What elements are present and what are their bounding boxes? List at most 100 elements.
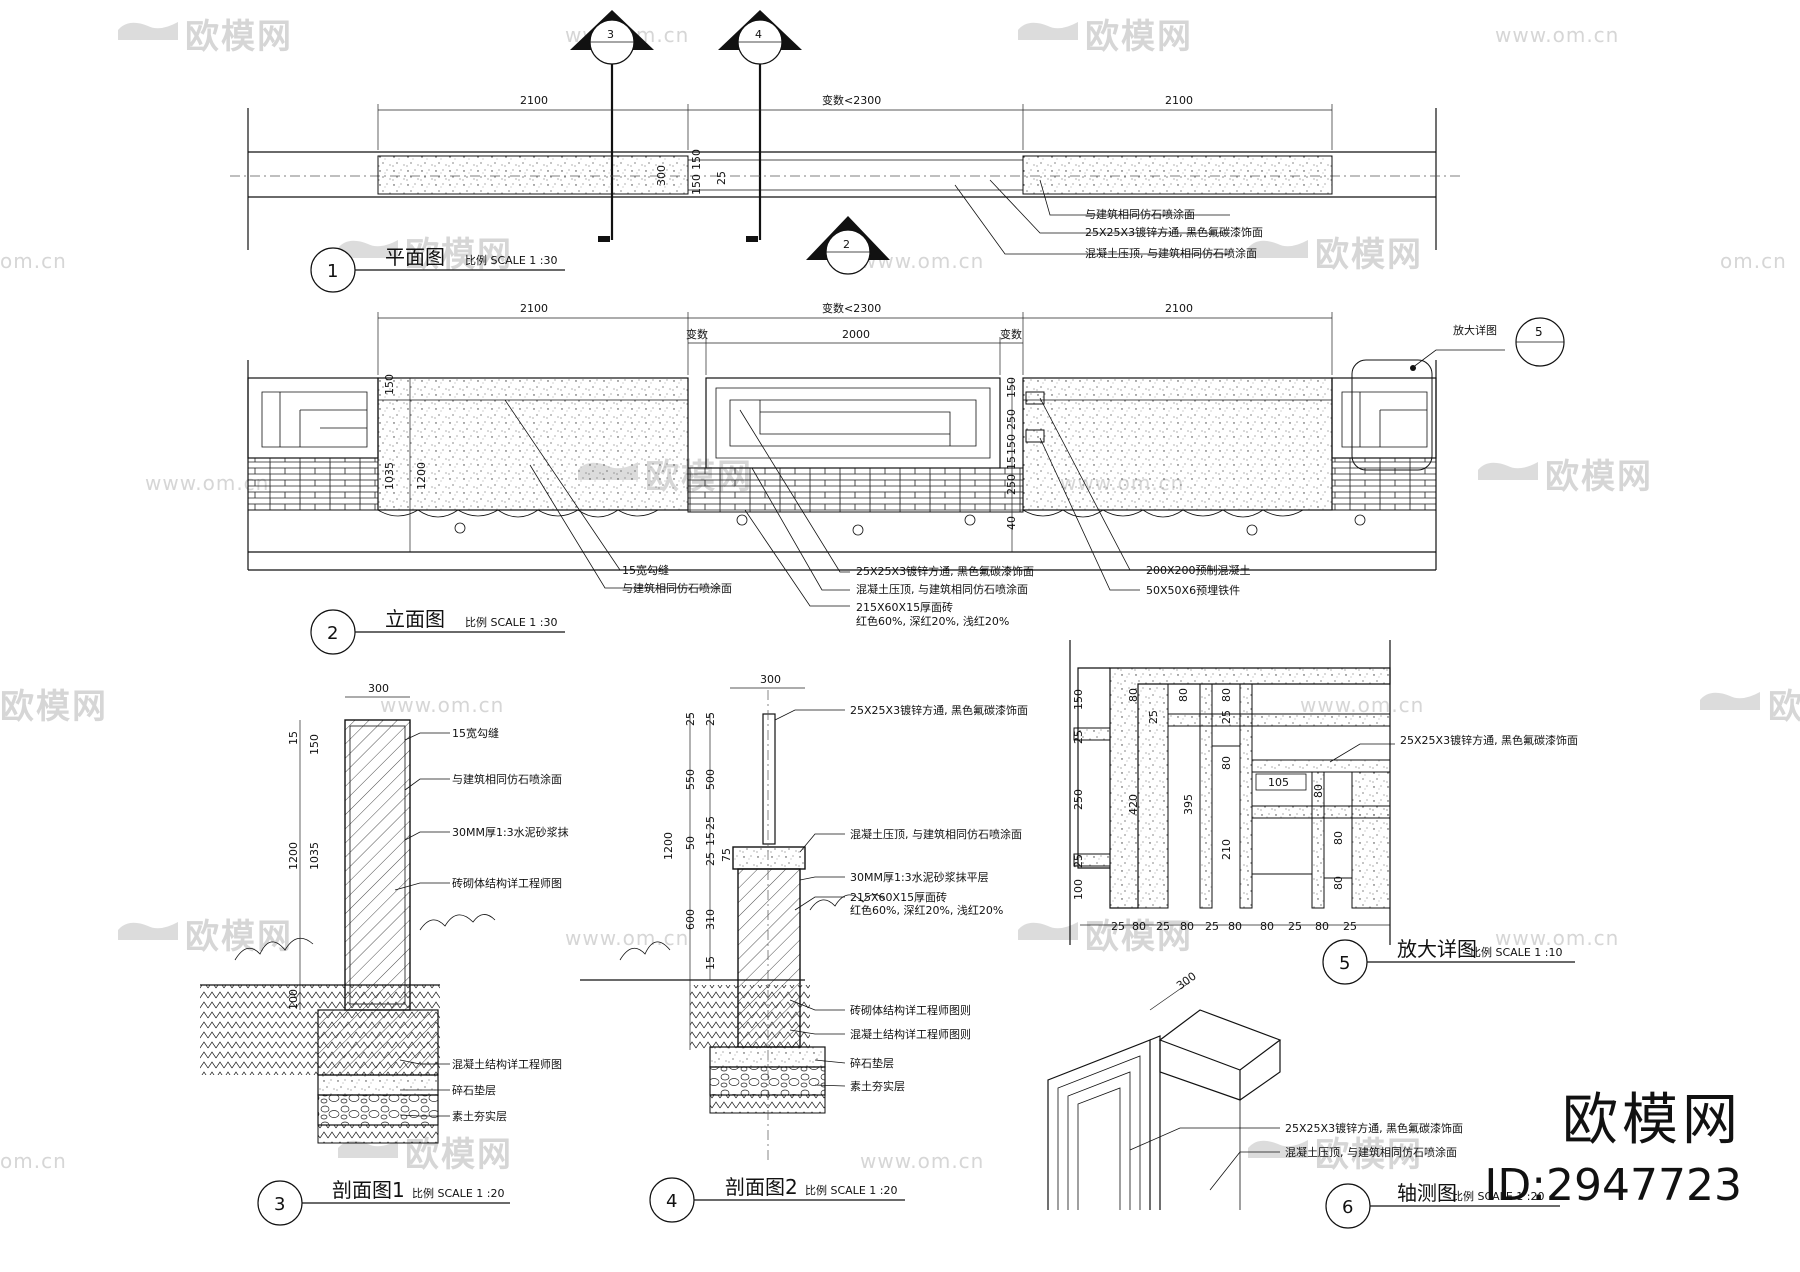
section2-note: 砖砌体结构详工程师图则 [850, 1003, 971, 1017]
detail-dim: 250 [1072, 789, 1085, 810]
section2-dim: 15 [704, 956, 717, 970]
watermark-text: 欧模网 [1315, 235, 1423, 275]
watermark-text: 欧模网 [1085, 17, 1193, 57]
brand-id: ID:2947723 [1484, 1160, 1742, 1211]
section2-view: 300 25 25 550 500 25 1200 50 15 25 75 60… [580, 673, 1028, 1223]
section1-dim: 150 [308, 734, 321, 755]
elevation-note: 50X50X6预埋铁件 [1146, 584, 1240, 597]
detail-bottom-dim: 80 [1260, 920, 1274, 933]
elevation-dim: 2100 [1165, 302, 1193, 315]
plan-dim: 2100 [520, 94, 548, 107]
elevation-right-dim: 150 [1005, 434, 1018, 455]
section2-dim: 600 [684, 909, 697, 930]
plan-view: 2100 变数<2300 2100 300 150 150 25 与建筑相同仿石… [230, 93, 1460, 293]
elevation-right-dim: 15 [1005, 456, 1018, 470]
view-scale: 比例 SCALE 1 :20 [1452, 1189, 1544, 1203]
view-number: 1 [327, 261, 338, 282]
watermark-logo: 欧模网 [1248, 235, 1423, 275]
section-mark-2[interactable]: 2 [806, 216, 890, 275]
section1-note: 碎石垫层 [452, 1083, 496, 1097]
watermark-logo: 欧模网 [338, 235, 513, 275]
detail-dim: 395 [1182, 794, 1195, 815]
view-scale: 比例 SCALE 1 :20 [805, 1183, 897, 1197]
detail-bottom-dim: 25 [1288, 920, 1302, 933]
elevation-dim: 2100 [520, 302, 548, 315]
watermark-text: 欧模网 [1085, 917, 1193, 957]
view-number: 2 [327, 623, 338, 644]
view-number: 3 [274, 1194, 285, 1215]
axon-note: 混凝土压顶, 与建筑相同仿石喷涂面 [1285, 1145, 1457, 1159]
section-mark-4[interactable]: 4 [718, 10, 802, 242]
watermark-url: www.om.cn [565, 926, 689, 950]
detail-dim: 80 [1127, 688, 1140, 702]
view-title-2: 2 立面图 比例 SCALE 1 :30 [310, 607, 565, 655]
section1-view: 300 15 150 1200 1035 100 15宽勾缝 与建筑相同仿石喷涂… [200, 682, 569, 1226]
watermark-text: 欧模网 [1315, 1135, 1423, 1175]
detail-bottom-dim: 25 [1156, 920, 1170, 933]
section1-dim: 100 [287, 989, 300, 1010]
section2-dim: 310 [704, 909, 717, 930]
elevation-right-dim: 250 [1005, 474, 1018, 495]
elevation-dim: 变数 [686, 327, 708, 341]
detail-dim: 80 [1332, 876, 1345, 890]
detail-bottom-dim: 25 [1343, 920, 1357, 933]
elevation-view: 2100 变数<2300 2100 变数 2000 变数 150 1035 [247, 301, 1565, 655]
detail-bottom-dim: 25 [1111, 920, 1125, 933]
detail-bottom-dim: 80 [1180, 920, 1194, 933]
detail-dim: 80 [1220, 756, 1233, 770]
detail-callout-label: 放大详图 [1453, 323, 1497, 337]
elevation-left-dim: 150 [383, 374, 396, 395]
section2-dim: 25 [704, 852, 717, 866]
plan-note: 25X25X3镀锌方通, 黑色氟碳漆饰面 [1085, 225, 1263, 239]
view-scale: 比例 SCALE 1 :30 [465, 253, 557, 267]
watermark-text: 欧模网 [0, 687, 108, 727]
view-title-3: 3 剖面图1 比例 SCALE 1 :20 [257, 1178, 510, 1226]
detail-dim: 100 [1072, 879, 1085, 900]
section2-note: 215X60X15厚面砖 [850, 890, 947, 904]
view-scale: 比例 SCALE 1 :30 [465, 615, 557, 629]
elevation-note: 红色60%, 深红20%, 浅红20% [856, 614, 1009, 628]
detail-dim: 25 [1220, 710, 1233, 724]
elevation-note: 200X200预制混凝土 [1146, 563, 1251, 577]
section2-dim: 25 [704, 712, 717, 726]
watermark-url: www.om.cn [1495, 23, 1619, 47]
view-title-1: 1 平面图 比例 SCALE 1 :30 [310, 245, 565, 293]
detail-dim: 25 [1072, 730, 1085, 744]
elevation-left-dim: 1200 [415, 462, 428, 490]
detail-callout[interactable]: 放大详图 5 [1410, 317, 1565, 371]
elevation-right-dim: 150 [1005, 377, 1018, 398]
view-title-5: 5 放大详图 比例 SCALE 1 :10 [1322, 937, 1575, 985]
watermark-text: 欧模网 [405, 235, 513, 275]
section2-dim: 25 [684, 712, 697, 726]
view-title: 平面图 [385, 245, 445, 269]
section2-note: 碎石垫层 [850, 1056, 894, 1070]
elevation-dim: 2000 [842, 328, 870, 341]
axon-note: 25X25X3镀锌方通, 黑色氟碳漆饰面 [1285, 1121, 1463, 1135]
watermark-url: www.om.cn [1495, 926, 1619, 950]
section2-note: 混凝土结构详工程师图则 [850, 1027, 971, 1041]
watermark-text: 欧模网 [185, 17, 293, 57]
detail-dim: 80 [1332, 831, 1345, 845]
section-mark-num: 2 [843, 238, 850, 251]
elevation-note: 15宽勾缝 [622, 563, 669, 577]
elevation-note: 与建筑相同仿石喷涂面 [622, 581, 732, 595]
view-number: 5 [1339, 953, 1350, 974]
section2-dim: 75 [720, 848, 733, 862]
section1-dim: 15 [287, 731, 300, 745]
detail-dim: 105 [1268, 776, 1289, 789]
axon-dim: 300 [1174, 970, 1199, 993]
watermark-text: 欧模网 [185, 917, 293, 957]
watermark-text: 欧模网 [1768, 687, 1800, 727]
watermark-logo: 欧模网 [1018, 917, 1193, 957]
section2-dim: 50 [684, 836, 697, 850]
view-number: 4 [666, 1191, 677, 1212]
view-title: 剖面图1 [332, 1178, 405, 1202]
section1-note: 30MM厚1:3水泥砂浆抹 [452, 825, 569, 839]
watermark-url: om.cn [0, 249, 67, 273]
axon-view: 300 25X25X3镀锌方通, 黑色氟碳漆饰面 混凝土压顶, 与建筑相同仿石喷… [1047, 970, 1560, 1229]
detail-dim: 80 [1177, 688, 1190, 702]
section2-dim: 25 [704, 816, 717, 830]
view-title: 放大详图 [1397, 937, 1477, 961]
section-mark-3[interactable]: 3 [570, 10, 654, 242]
